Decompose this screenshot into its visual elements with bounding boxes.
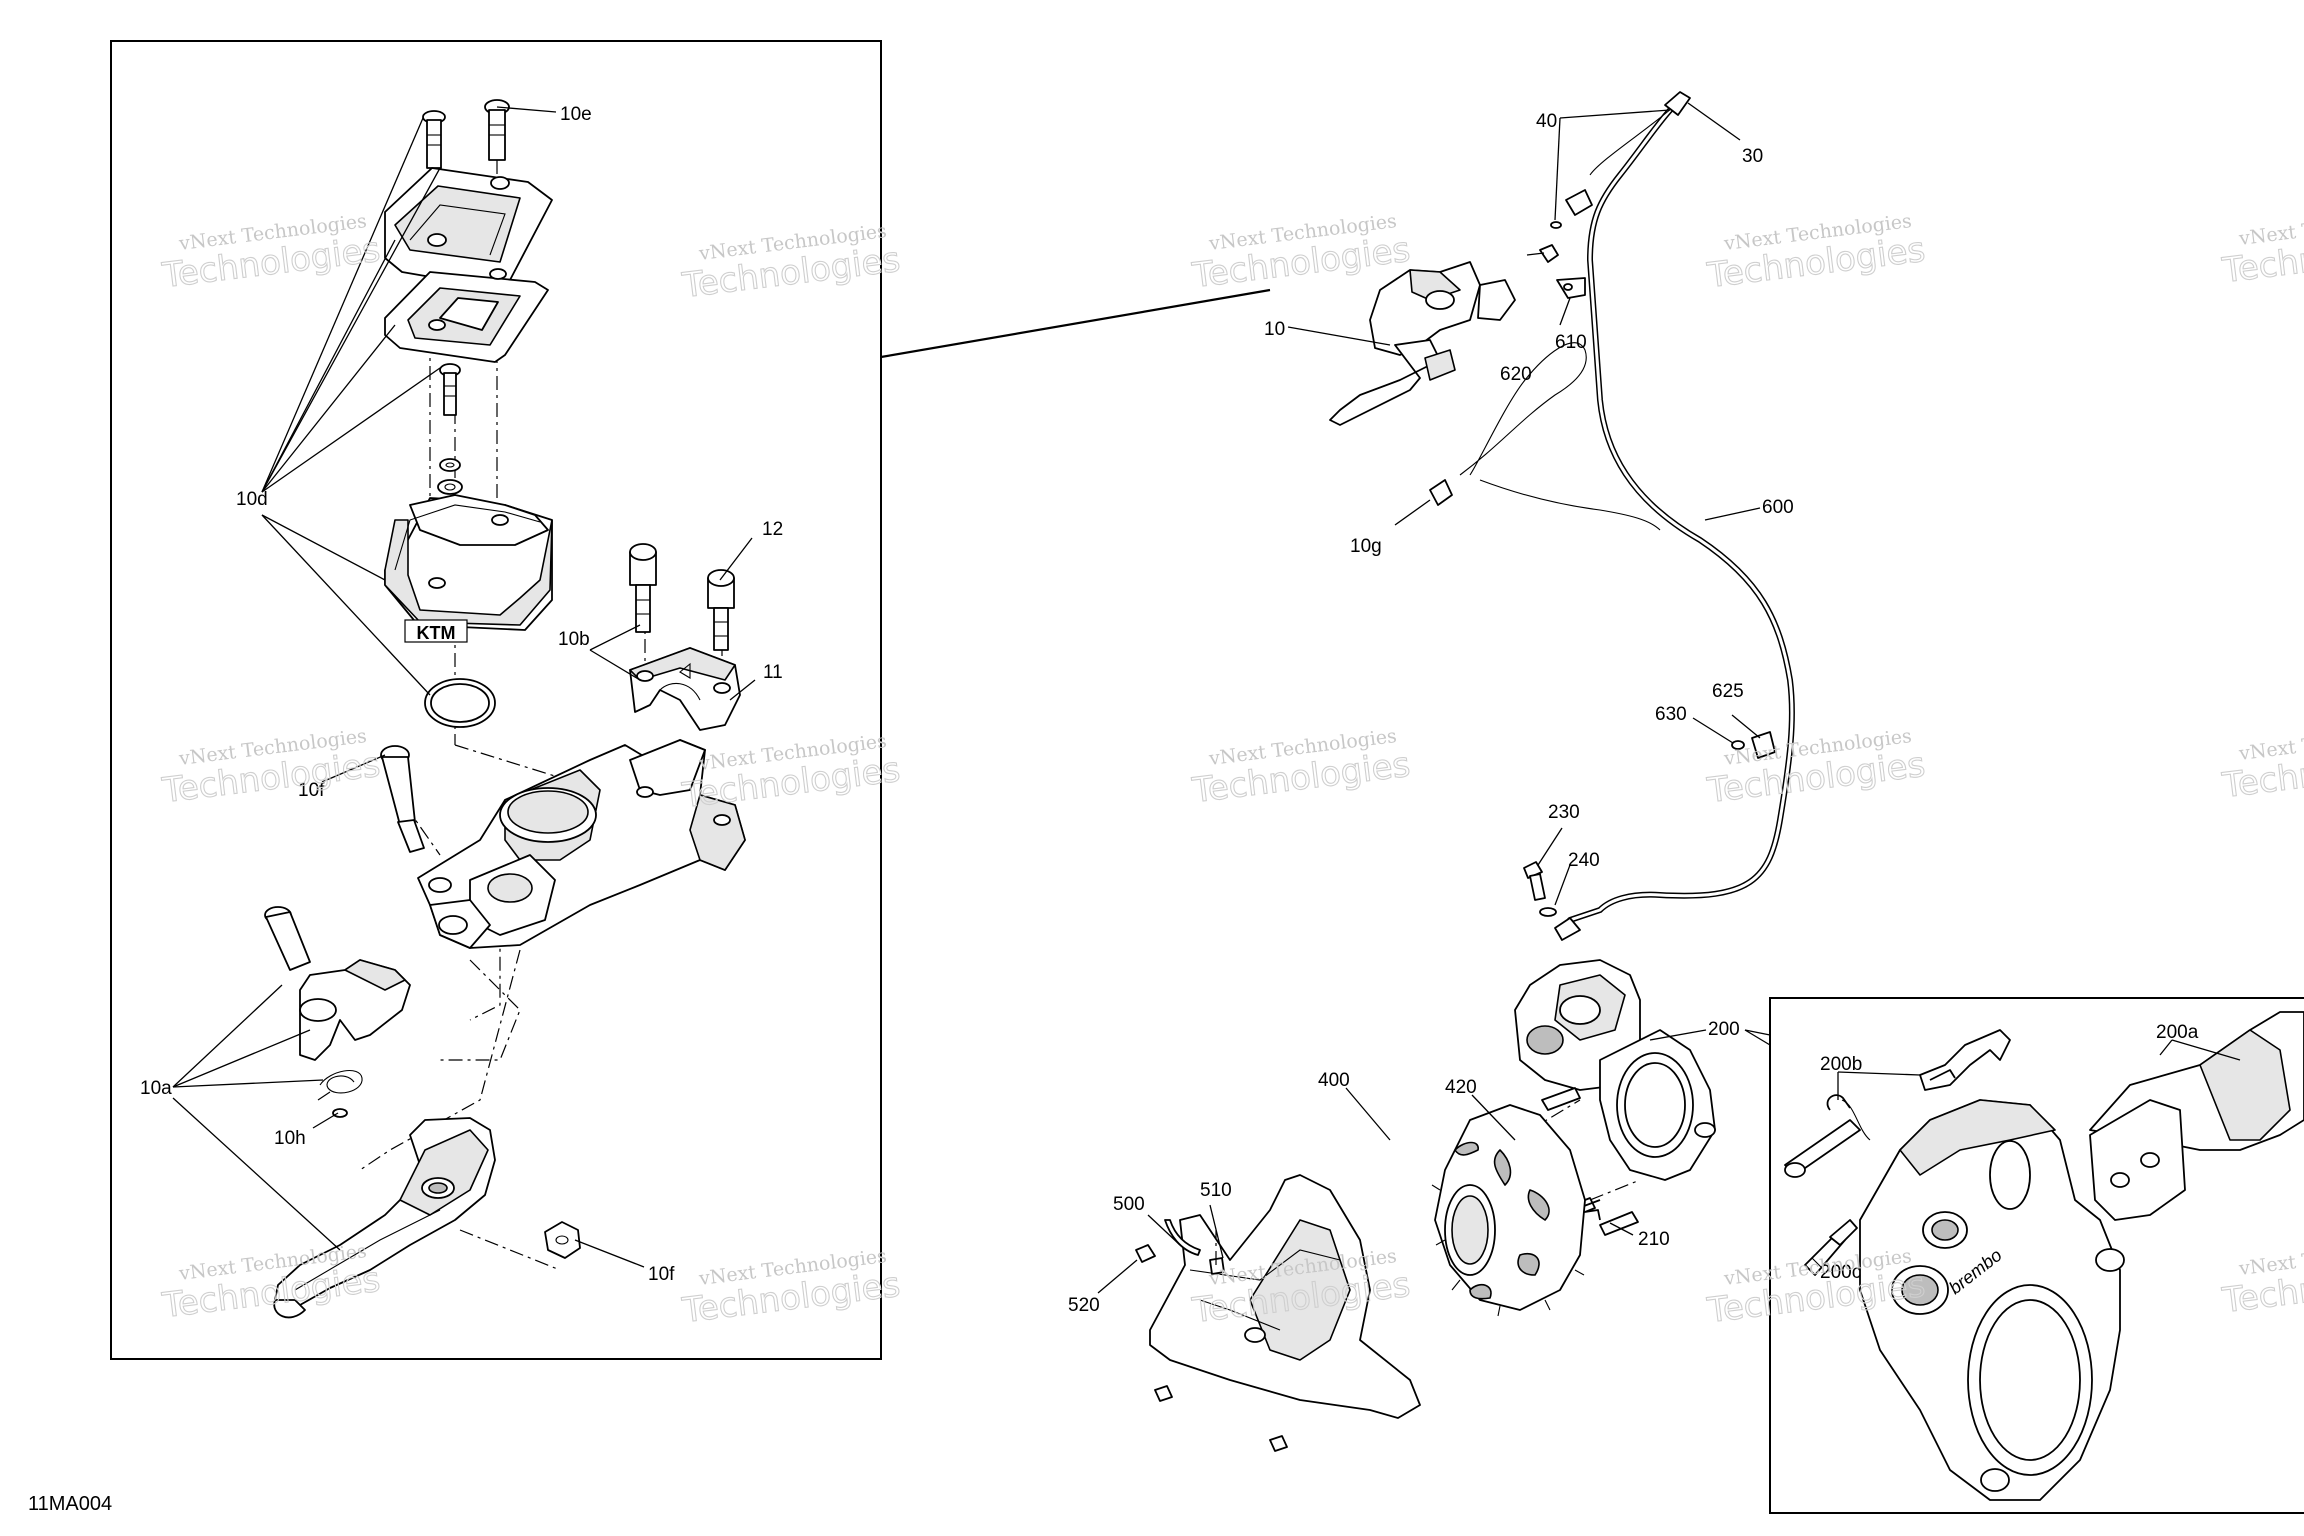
callout-10: 10 (1264, 319, 1285, 340)
callout-420: 420 (1445, 1077, 1477, 1098)
nut-10f (544, 1221, 581, 1259)
reservoir-body: KTM (384, 494, 553, 643)
clamp-bolts (629, 543, 735, 651)
main-leaders (1097, 102, 1761, 1294)
master-cylinder-body (417, 739, 746, 949)
watermark-1: vNext Technologies Technologies (159, 210, 383, 297)
callout-200b: 200b (1820, 1054, 1862, 1075)
callout-10f-pin: 10f (298, 780, 325, 801)
pivot-pin (380, 745, 425, 853)
o-ring (424, 678, 496, 728)
inset-frame (1769, 997, 2304, 1514)
watermark-11: vNext Technologies Technologies (159, 1240, 383, 1327)
inset-leader (1744, 1029, 1771, 1036)
callout-10g: 10g (1350, 536, 1382, 557)
callout-11: 11 (763, 662, 783, 683)
callout-600: 600 (1762, 497, 1794, 518)
callout-210: 210 (1638, 1229, 1670, 1250)
dashed-bolt-axes (1504, 1099, 1641, 1221)
handlebar-clamp (629, 647, 741, 731)
callout-510: 510 (1200, 1180, 1232, 1201)
brake-hose (1567, 104, 1795, 923)
watermark-10: vNext Technologies Technologies (2219, 720, 2304, 807)
screw-and-washers (437, 363, 463, 495)
watermark-12: vNext Technologies Technologies (679, 1245, 903, 1332)
watermark-8: vNext Technologies Technologies (1189, 725, 1413, 812)
callout-240: 240 (1568, 850, 1600, 871)
callout-10d: 10d (236, 489, 268, 510)
callout-200: 200 (1708, 1019, 1740, 1040)
watermark-2: vNext Technologies Technologies (679, 220, 903, 307)
callout-400: 400 (1318, 1070, 1350, 1091)
banjo-bolt-bottom (1523, 861, 1581, 941)
callout-12: 12 (762, 519, 783, 540)
brake-caliper (1514, 959, 1716, 1181)
diagram-code: 11MA004 (28, 1493, 112, 1515)
callout-230: 230 (1548, 802, 1580, 823)
watermark-7: vNext Technologies Technologies (679, 730, 903, 817)
master-cylinder-assembly (1329, 261, 1516, 426)
callout-40: 40 (1536, 111, 1557, 132)
reservoir-diaphragm (384, 268, 549, 363)
brake-disc (1431, 1104, 1586, 1317)
disc-guard (1149, 1174, 1421, 1419)
inset-bleeder-valve (1804, 1219, 1858, 1276)
brake-lever (273, 1117, 496, 1319)
hose-clip-625 (1731, 731, 1776, 759)
watermark-9: vNext Technologies Technologies (1704, 725, 1928, 812)
inset-leader-to-frame (1744, 1029, 1771, 1046)
watermark-5: vNext Technologies Technologies (2219, 205, 2304, 292)
callout-10a: 10a (140, 1078, 172, 1099)
callout-200a: 200a (2156, 1022, 2199, 1043)
callout-630: 630 (1655, 704, 1687, 725)
nut-620 (1539, 244, 1559, 263)
callout-500: 500 (1113, 1194, 1145, 1215)
lever-spring (317, 1069, 363, 1118)
callout-200c: 200c (1820, 1262, 1861, 1283)
hose-clamp-610 (1556, 277, 1586, 299)
callout-620: 620 (1500, 364, 1532, 385)
callout-610: 610 (1555, 332, 1587, 353)
inset-caliper-body: brembo (1859, 1099, 2125, 1501)
banjo-fitting-top (1550, 91, 1691, 229)
inset-brake-pads (2089, 1011, 2304, 1221)
detail-leader-line (880, 288, 1271, 359)
screw-10e (422, 99, 510, 169)
inset-pad-spring (1919, 1029, 2011, 1091)
watermark-4: vNext Technologies Technologies (1704, 210, 1928, 297)
inset-pad-pin (1784, 1094, 1871, 1178)
inset-leaders (1837, 1039, 2241, 1100)
callout-520: 520 (1068, 1295, 1100, 1316)
reservoir-cover (384, 167, 553, 289)
switch-cable (1429, 342, 1661, 531)
callout-10h: 10h (274, 1128, 306, 1149)
callout-10b: 10b (558, 629, 590, 650)
watermark-3: vNext Technologies Technologies (1189, 210, 1413, 297)
watermark-6: vNext Technologies Technologies (159, 725, 383, 812)
callout-10f-nut: 10f (648, 1264, 675, 1285)
detail-frame (110, 40, 882, 1360)
callout-10e: 10e (560, 104, 592, 125)
watermark-15: vNext Technologies Technologies (2219, 1235, 2304, 1322)
reservoir-logo: KTM (417, 623, 456, 643)
callout-625: 625 (1712, 681, 1744, 702)
guard-fasteners (1135, 1230, 1288, 1452)
detail-leaders (172, 106, 756, 1268)
lever-adjuster (264, 906, 411, 1061)
callout-30: 30 (1742, 146, 1763, 167)
